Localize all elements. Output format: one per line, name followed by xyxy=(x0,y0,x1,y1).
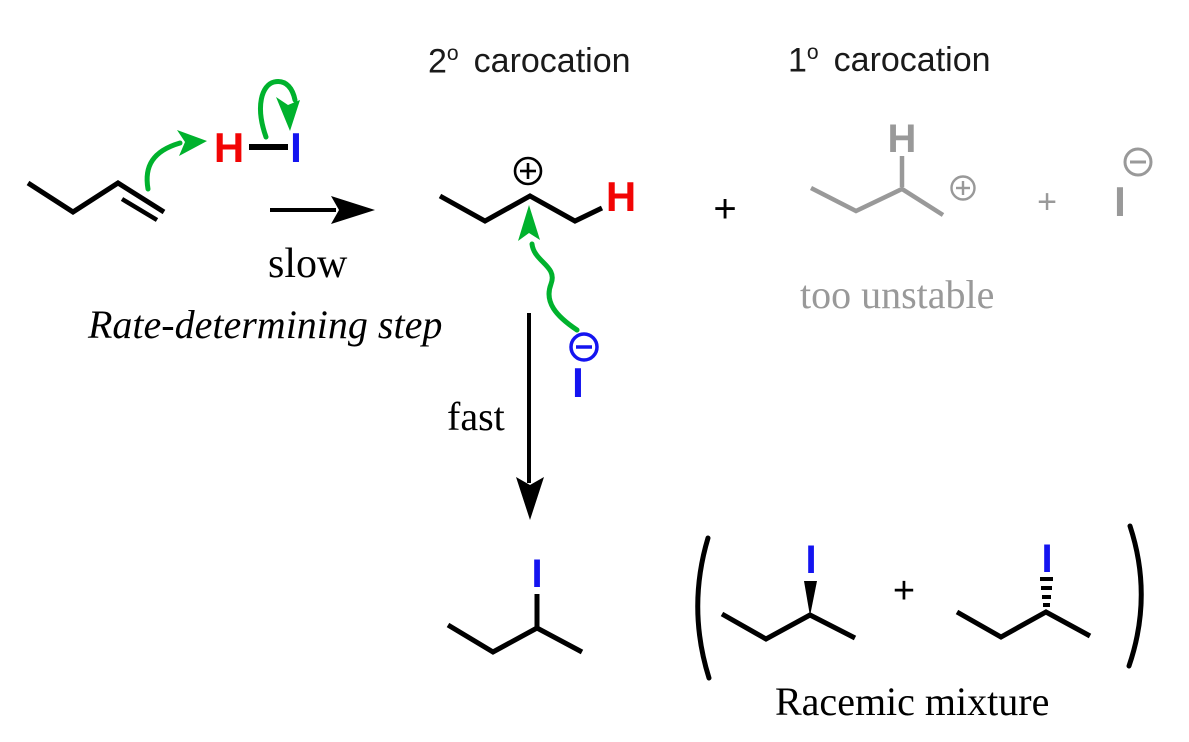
hash-bond xyxy=(1040,577,1053,607)
negative-charge-icon-gray xyxy=(1123,147,1153,177)
positive-charge-icon-primary xyxy=(950,175,976,201)
right-parenthesis xyxy=(1126,523,1144,669)
rate-determining-caption: Rate-determining step xyxy=(88,302,443,347)
degree-number: 1 xyxy=(788,41,807,80)
isomer1-i-atom: I xyxy=(805,538,817,582)
isomer2-i-atom: I xyxy=(1041,537,1053,581)
reaction-arrow-slow xyxy=(270,196,375,224)
left-parenthesis xyxy=(695,535,712,681)
carbocation-word: carocation xyxy=(473,42,631,81)
too-unstable-note: too unstable xyxy=(800,272,995,317)
degree-sup: o xyxy=(446,42,459,65)
primary-carbocation-title: 1o carocation xyxy=(788,42,991,77)
curved-arrow-alkene-to-h-icon xyxy=(144,130,207,192)
plus-sign-products: + xyxy=(713,187,737,231)
isomer-dash-structure xyxy=(955,577,1092,640)
negative-charge-icon-iodide xyxy=(569,332,599,362)
product-structure xyxy=(446,594,584,655)
reaction-arrow-fast xyxy=(516,313,544,520)
isomer-wedge-structure xyxy=(720,581,857,642)
wedge-bond xyxy=(804,581,817,616)
degree-number: 2 xyxy=(428,42,447,81)
iodide-nucleophile-atom: I xyxy=(572,359,584,406)
slow-label: slow xyxy=(268,241,348,287)
secondary-carbocation-title: 2o carocation xyxy=(428,43,631,78)
primary-carbocation-structure xyxy=(809,156,945,217)
positive-charge-icon xyxy=(513,156,543,186)
fast-label: fast xyxy=(447,394,505,439)
butene-structure xyxy=(26,180,166,222)
reagent-h-atom: H xyxy=(213,124,245,171)
curved-arrow-iodide-to-carbocation-icon xyxy=(518,205,580,333)
reagent-i-atom: I xyxy=(290,124,302,171)
carbocation-word: carocation xyxy=(833,41,991,80)
racemic-mixture-caption: Racemic mixture xyxy=(775,679,1050,724)
plus-sign-ions: + xyxy=(1037,183,1057,221)
degree-sup: o xyxy=(806,41,819,64)
plus-sign-isomers: + xyxy=(892,570,916,612)
curved-arrow-bond-to-iodine-icon xyxy=(258,79,300,140)
gray-iodide-atom: I xyxy=(1114,178,1126,225)
secondary-carbocation-structure xyxy=(438,193,604,224)
carbocation-h-atom: H xyxy=(605,173,637,220)
primary-h-atom: H xyxy=(887,117,917,161)
product-i-atom: I xyxy=(531,552,543,596)
